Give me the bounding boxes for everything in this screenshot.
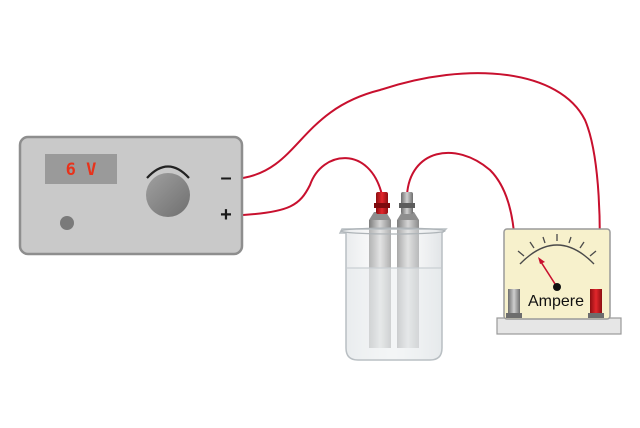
beaker-rim [340, 227, 446, 235]
beaker-assembly [338, 192, 448, 361]
ammeter-label: Ampere [528, 293, 584, 310]
wire-negative-to-ammeter [242, 72, 601, 291]
power-supply: 6 V – + [18, 135, 244, 256]
voltage-knob[interactable] [146, 173, 190, 217]
negative-terminal-label: – [220, 167, 231, 189]
electrolyte-liquid [347, 268, 441, 359]
ammeter-scale-ticks [517, 234, 597, 257]
ammeter-needle [540, 261, 558, 288]
ammeter-scale-arc [519, 244, 595, 265]
electrode-right-tab [397, 212, 419, 220]
power-indicator-light [60, 216, 74, 230]
ammeter-terminal-left [506, 289, 522, 318]
gray-clip [399, 192, 415, 214]
ammeter-base [496, 317, 622, 335]
ammeter: Ampere [496, 228, 622, 335]
wire-positive-to-anode [242, 157, 383, 216]
voltage-display [45, 154, 117, 184]
ammeter-face [503, 228, 611, 320]
red-clip [374, 192, 390, 214]
knob-scale-arc [146, 165, 190, 179]
positive-terminal-label: + [220, 204, 232, 226]
ammeter-needle-tip [538, 257, 545, 264]
voltage-display-text: 6 V [66, 160, 97, 180]
ammeter-pivot [553, 283, 561, 291]
ammeter-terminal-right [588, 289, 604, 318]
